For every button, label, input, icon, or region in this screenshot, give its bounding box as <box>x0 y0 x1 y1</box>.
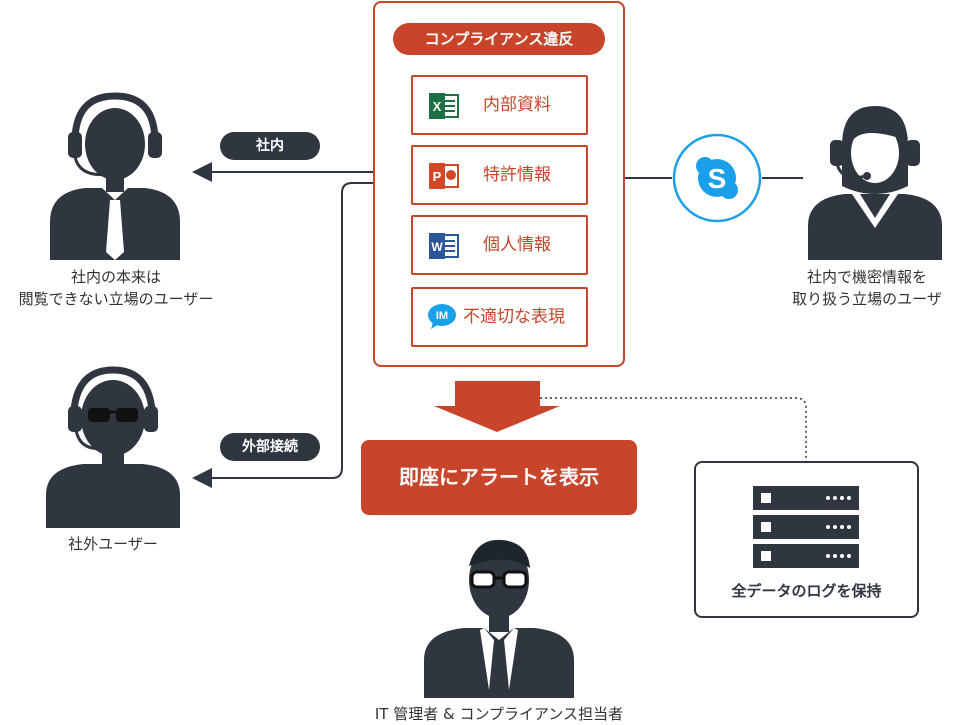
info-handler-caption: 社内で機密情報を 取り扱う立場のユーザ <box>792 268 942 308</box>
server-icon <box>753 515 859 539</box>
server-icon <box>753 544 859 568</box>
powerpoint-icon: P <box>429 163 459 189</box>
admin-caption: IT 管理者 & コンプライアンス担当者 <box>374 705 624 723</box>
alert-banner: 即座にアラートを表示 <box>361 440 637 515</box>
im-icon: IM <box>428 304 456 329</box>
info-handler-avatar <box>808 106 942 260</box>
external-user-avatar <box>46 366 180 528</box>
word-icon: W <box>429 233 459 259</box>
violation-item-label: 内部資料 <box>483 95 551 115</box>
server-icon <box>753 486 859 510</box>
external-user-caption: 社外ユーザー <box>68 535 158 553</box>
violation-item-personal-info: W 個人情報 <box>411 215 588 275</box>
svg-text:IM: IM <box>436 310 448 322</box>
log-storage-label: 全データのログを保持 <box>731 582 882 600</box>
external-connection-label: 外部接続 <box>220 433 320 461</box>
internal-connection-label: 社内 <box>220 132 320 160</box>
svg-text:W: W <box>431 240 443 254</box>
violation-item-label: 個人情報 <box>483 235 551 255</box>
internal-user-caption: 社内の本来は 閲覧できない立場のユーザー <box>18 268 214 308</box>
excel-icon: X <box>429 93 459 119</box>
violation-item-patent-info: P 特許情報 <box>411 145 588 205</box>
violation-item-label: 不適切な表現 <box>463 307 565 327</box>
violation-item-inappropriate-expression: IM 不適切な表現 <box>411 287 588 347</box>
admin-avatar <box>424 539 574 698</box>
compliance-violation-title: コンプライアンス違反 <box>393 23 605 55</box>
skype-icon: S <box>672 133 762 223</box>
arrow-to-external-user <box>192 182 373 488</box>
internal-user-avatar <box>50 92 180 260</box>
down-arrow <box>434 381 560 432</box>
dotted-line-to-log <box>540 397 807 461</box>
svg-text:P: P <box>433 169 442 184</box>
violation-item-label: 特許情報 <box>483 165 551 185</box>
violation-item-internal-docs: X 内部資料 <box>411 75 588 135</box>
svg-text:S: S <box>708 163 727 194</box>
svg-text:X: X <box>433 99 442 114</box>
